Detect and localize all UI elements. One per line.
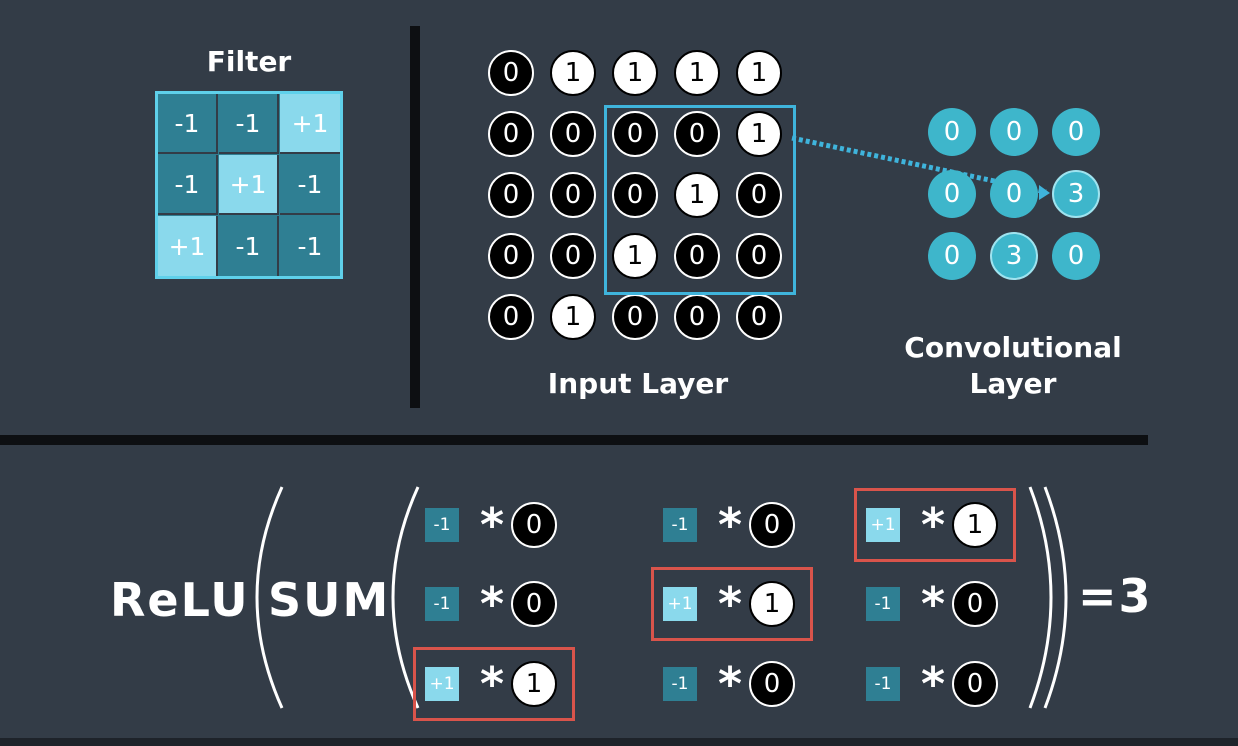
input-cell: 0 xyxy=(736,294,782,340)
weight-square: -1 xyxy=(866,667,900,701)
filter-cell: -1 xyxy=(219,94,279,154)
sum-open-paren xyxy=(391,486,420,709)
input-cell: 0 xyxy=(550,111,596,157)
input-cell: 1 xyxy=(550,50,596,96)
filter-cell: -1 xyxy=(158,155,218,215)
input-cell: 0 xyxy=(550,172,596,218)
multiply-operator: * xyxy=(920,498,946,552)
multiply-operator: * xyxy=(479,498,505,552)
input-value-circle: 0 xyxy=(511,581,557,627)
weight-square: -1 xyxy=(425,587,459,621)
conv-layer-label-line2: Layer xyxy=(969,367,1057,400)
input-cell: 0 xyxy=(674,111,720,157)
conv-cell: 0 xyxy=(1052,108,1100,156)
input-cell: 0 xyxy=(736,233,782,279)
weight-square: +1 xyxy=(866,508,900,542)
conv-cell: 0 xyxy=(990,108,1038,156)
relu-label: ReLU xyxy=(110,573,250,627)
input-cell: 1 xyxy=(736,50,782,96)
input-cell: 0 xyxy=(674,233,720,279)
filter-cell: -1 xyxy=(219,216,279,276)
weight-square: +1 xyxy=(663,587,697,621)
multiply-operator: * xyxy=(479,657,505,711)
bottom-divider xyxy=(0,738,1238,746)
input-value-circle: 0 xyxy=(952,661,998,707)
input-cell: 0 xyxy=(488,172,534,218)
sum-label: SUM xyxy=(268,573,391,627)
filter-title: Filter xyxy=(206,45,292,78)
filter-cell: -1 xyxy=(280,155,340,215)
highlight-box xyxy=(854,488,1016,562)
filter-cell: +1 xyxy=(219,155,279,215)
input-cell: 0 xyxy=(736,172,782,218)
connector-line xyxy=(791,135,1050,200)
input-cell: 1 xyxy=(550,294,596,340)
input-cell: 0 xyxy=(612,294,658,340)
input-cell: 0 xyxy=(612,172,658,218)
input-value-circle: 1 xyxy=(952,502,998,548)
multiply-operator: * xyxy=(920,577,946,631)
relu-close-paren xyxy=(1043,486,1068,709)
filter-grid: -1-1+1-1+1-1+1-1-1 xyxy=(155,91,343,279)
multiply-operator: * xyxy=(717,498,743,552)
weight-square: -1 xyxy=(425,508,459,542)
dotted-connector xyxy=(791,135,1047,195)
conv-cell: 0 xyxy=(990,170,1038,218)
conv-layer-label-line1: Convolutional xyxy=(904,331,1122,364)
input-value-circle: 1 xyxy=(749,581,795,627)
input-cell: 0 xyxy=(674,294,720,340)
input-layer-label: Input Layer xyxy=(547,367,729,400)
input-value-circle: 0 xyxy=(511,502,557,548)
input-cell: 1 xyxy=(612,233,658,279)
filter-cell: +1 xyxy=(280,94,340,154)
weight-square: +1 xyxy=(425,667,459,701)
arrow-head xyxy=(1039,185,1050,200)
input-cell: 1 xyxy=(612,50,658,96)
conv-cell: 0 xyxy=(928,170,976,218)
input-value-circle: 0 xyxy=(952,581,998,627)
input-value-circle: 1 xyxy=(511,661,557,707)
input-cell: 1 xyxy=(674,50,720,96)
weight-square: -1 xyxy=(663,667,697,701)
horizontal-divider xyxy=(0,435,1148,445)
input-cell: 0 xyxy=(550,233,596,279)
conv-cell: 0 xyxy=(928,108,976,156)
conv-cell: 3 xyxy=(990,232,1038,280)
vertical-divider xyxy=(410,26,420,408)
highlight-box xyxy=(651,567,813,641)
sum-close-paren xyxy=(1028,486,1053,709)
filter-cell: -1 xyxy=(280,216,340,276)
receptive-field-box xyxy=(604,105,796,295)
conv-cell: 3 xyxy=(1052,170,1100,218)
input-cell: 0 xyxy=(488,294,534,340)
multiply-operator: * xyxy=(479,577,505,631)
input-cell: 0 xyxy=(488,111,534,157)
weight-square: -1 xyxy=(663,508,697,542)
multiply-operator: * xyxy=(920,657,946,711)
input-value-circle: 0 xyxy=(749,661,795,707)
highlight-box xyxy=(413,647,575,721)
conv-cell: 0 xyxy=(1052,232,1100,280)
input-cell: 1 xyxy=(736,111,782,157)
input-cell: 0 xyxy=(488,233,534,279)
conv-cell: 0 xyxy=(928,232,976,280)
input-cell: 1 xyxy=(674,172,720,218)
multiply-operator: * xyxy=(717,657,743,711)
filter-cell: -1 xyxy=(158,94,218,154)
input-value-circle: 0 xyxy=(749,502,795,548)
input-cell: 0 xyxy=(488,50,534,96)
input-cell: 0 xyxy=(612,111,658,157)
relu-open-paren xyxy=(255,486,284,709)
multiply-operator: * xyxy=(717,577,743,631)
filter-cell: +1 xyxy=(158,216,218,276)
weight-square: -1 xyxy=(866,587,900,621)
result-label: =3 xyxy=(1078,569,1153,623)
